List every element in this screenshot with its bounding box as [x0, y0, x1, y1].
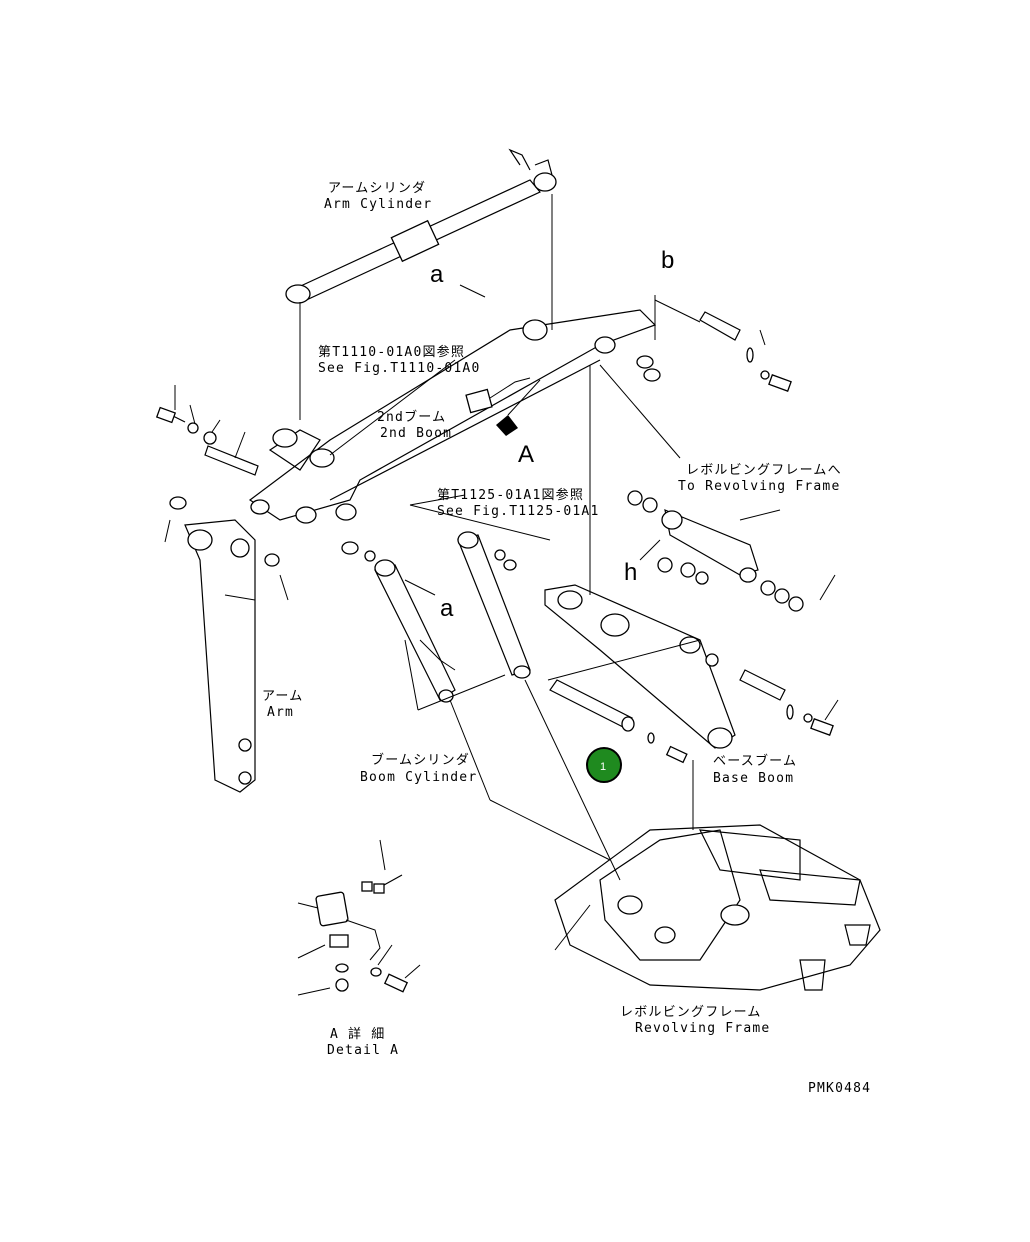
see-fig-2-jp: 第T1125-01A1図参照	[437, 487, 584, 503]
arm-cylinder-label-en: Arm Cylinder	[324, 197, 432, 212]
detail-a-label-jp: A 詳 細	[330, 1026, 385, 1042]
hotspot-number: 1	[600, 761, 606, 773]
drawing-code: PMK0484	[808, 1081, 871, 1096]
arm-cylinder-label-jp: アームシリンダ	[328, 181, 426, 196]
detail-a-parts	[297, 839, 421, 996]
ref-letter-a-top: a	[430, 261, 444, 288]
second-boom-part	[248, 309, 657, 524]
right-pin-hardware	[627, 311, 839, 736]
arm-cylinder-part	[285, 148, 557, 420]
ref-letter-h: h	[624, 559, 637, 586]
base-boom-label-en: Base Boom	[713, 771, 794, 786]
see-fig-1-jp: 第T1110-01A0図参照	[318, 344, 465, 360]
revolving-frame-label-jp: レボルビングフレーム	[620, 1005, 762, 1020]
assembly-lines	[329, 284, 701, 881]
see-fig-2-en: See Fig.T1125-01A1	[437, 504, 599, 519]
to-frame-label-jp: レボルビングフレームへ	[686, 463, 842, 478]
boom-cylinder-right	[457, 531, 531, 679]
part-1-hotspot[interactable]: 1	[586, 747, 622, 783]
second-boom-label-en: 2nd Boom	[380, 426, 452, 441]
hotspot-circle[interactable]	[586, 747, 622, 783]
revolving-frame-part	[554, 760, 881, 991]
ref-letter-b: b	[661, 247, 674, 274]
base-boom-label-jp: ベースブーム	[713, 753, 797, 769]
detail-a-label-en: Detail A	[327, 1043, 399, 1058]
to-frame-label-en: To Revolving Frame	[678, 479, 840, 494]
base-boom-part	[544, 584, 736, 764]
sensor-part	[465, 377, 531, 414]
arm-label-jp: アーム	[262, 689, 303, 704]
arm-label-en: Arm	[267, 705, 294, 720]
see-fig-1-en: See Fig.T1110-01A0	[318, 361, 480, 376]
boom-cylinder-label-jp: ブームシリンダ	[371, 752, 470, 768]
boom-cylinder-left	[341, 541, 456, 703]
left-pin-hardware	[155, 385, 259, 476]
boom-cylinder-label-en: Boom Cylinder	[360, 770, 477, 785]
second-boom-label-jp: 2ndブーム	[377, 409, 446, 425]
ref-letter-a-mid: a	[440, 595, 454, 622]
revolving-frame-label-en: Revolving Frame	[635, 1021, 770, 1036]
arm-part	[164, 496, 289, 793]
ref-letter-big-a: A	[518, 441, 534, 468]
